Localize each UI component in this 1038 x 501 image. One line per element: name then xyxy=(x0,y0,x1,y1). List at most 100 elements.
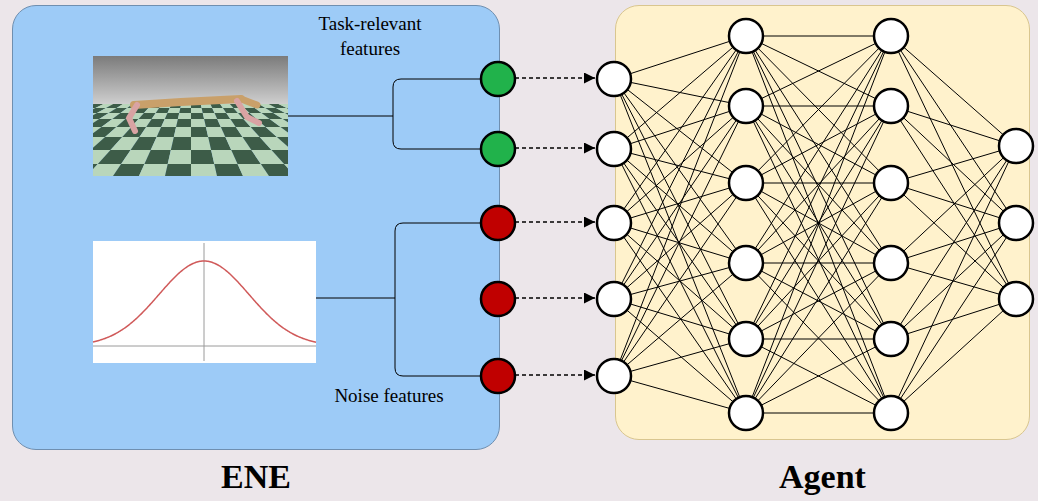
floor-tile xyxy=(191,164,217,176)
floor-tile xyxy=(202,108,215,113)
checker-floor xyxy=(93,104,288,176)
weight-line xyxy=(614,36,746,149)
floor-tile xyxy=(174,127,191,137)
weight-line xyxy=(614,149,746,339)
neuron xyxy=(729,166,763,200)
neuron xyxy=(729,19,763,53)
weight-line xyxy=(614,79,746,339)
weight-line xyxy=(891,299,1016,339)
weight-line xyxy=(746,183,891,413)
weight-line xyxy=(746,106,891,413)
weight-line xyxy=(746,36,891,413)
feature-dot xyxy=(481,282,515,316)
weight-line xyxy=(746,183,891,339)
floor-tile xyxy=(284,164,288,176)
cheetah-back-leg xyxy=(129,105,137,131)
floor-tile xyxy=(144,150,170,164)
floor-tile xyxy=(261,164,288,176)
floor-tile xyxy=(165,113,179,119)
weight-line xyxy=(746,263,891,413)
floor-tile xyxy=(276,108,288,113)
weight-line xyxy=(614,36,746,299)
floor-tile xyxy=(191,119,206,127)
weight-line xyxy=(614,223,746,263)
weight-line xyxy=(746,36,891,37)
weight-line xyxy=(614,299,746,413)
weight-line xyxy=(891,106,1016,146)
simulation-image xyxy=(93,56,288,176)
weight-line xyxy=(614,79,746,263)
panel: ENETask-relevant featuresNoise features xyxy=(12,5,500,450)
weight-line xyxy=(746,106,891,263)
floor-tile xyxy=(277,137,288,150)
weight-line xyxy=(614,106,746,299)
weight-line xyxy=(614,263,746,299)
weight-line xyxy=(614,106,746,376)
floor-tile xyxy=(171,137,191,150)
gaussian-plot xyxy=(93,241,316,363)
weight-line xyxy=(746,106,891,339)
weight-line xyxy=(891,183,1016,223)
weight-line xyxy=(746,183,891,184)
weight-line xyxy=(746,339,891,413)
network-weights xyxy=(614,36,1016,413)
panel: Agent xyxy=(615,5,1030,440)
weight-line xyxy=(746,263,891,339)
weight-line xyxy=(614,183,746,376)
floor-tile xyxy=(167,108,180,113)
ene-illustration xyxy=(13,6,501,451)
label-holder: Noise features xyxy=(309,384,469,409)
weight-line xyxy=(891,146,1016,339)
floor-tile xyxy=(287,108,288,113)
weight-line xyxy=(746,339,891,413)
floor-tile xyxy=(191,137,211,150)
floor-tile xyxy=(168,150,191,164)
weight-line xyxy=(746,183,891,339)
weight-line xyxy=(891,299,1016,413)
bracket xyxy=(393,79,481,149)
bracket xyxy=(395,223,481,376)
neuron xyxy=(874,396,908,430)
neuron xyxy=(729,396,763,430)
ene-drawing xyxy=(0,56,515,393)
panel-heading: ENE xyxy=(13,458,499,495)
floor-tile xyxy=(283,119,288,127)
weight-line xyxy=(891,36,1016,223)
floor-tile xyxy=(179,108,191,113)
cheetah-front-leg xyxy=(237,101,259,123)
neuron xyxy=(874,89,908,123)
floor-tile xyxy=(139,164,168,176)
leader-line xyxy=(288,116,393,117)
weight-line xyxy=(746,36,891,183)
weight-line xyxy=(891,106,1016,299)
panel-heading: Agent xyxy=(616,458,1029,495)
floor-tile xyxy=(281,127,288,137)
floor-tile xyxy=(151,137,174,150)
feature-dot xyxy=(481,132,515,166)
label-holder: Task-relevant features xyxy=(301,12,439,61)
weight-line xyxy=(746,106,891,413)
neuron xyxy=(729,89,763,123)
floor-tile xyxy=(156,108,170,113)
weight-line xyxy=(614,36,746,79)
floor-tile xyxy=(176,119,191,127)
heading-holder: Agent xyxy=(616,458,1029,495)
weight-line xyxy=(746,36,891,339)
weight-line xyxy=(891,146,1016,413)
neuron xyxy=(874,19,908,53)
weight-line xyxy=(746,36,891,106)
weight-line xyxy=(746,36,891,183)
feature-dot xyxy=(481,206,515,240)
neuron xyxy=(597,359,631,393)
weight-line xyxy=(614,36,746,223)
floor-tile xyxy=(191,127,208,137)
sky xyxy=(93,56,288,106)
weight-line xyxy=(614,149,746,413)
neuron xyxy=(729,322,763,356)
neuron xyxy=(874,166,908,200)
cheetah-torso xyxy=(134,99,241,105)
floor-tile xyxy=(191,113,204,119)
dashed-arrow xyxy=(515,221,595,222)
weight-line xyxy=(746,263,891,264)
